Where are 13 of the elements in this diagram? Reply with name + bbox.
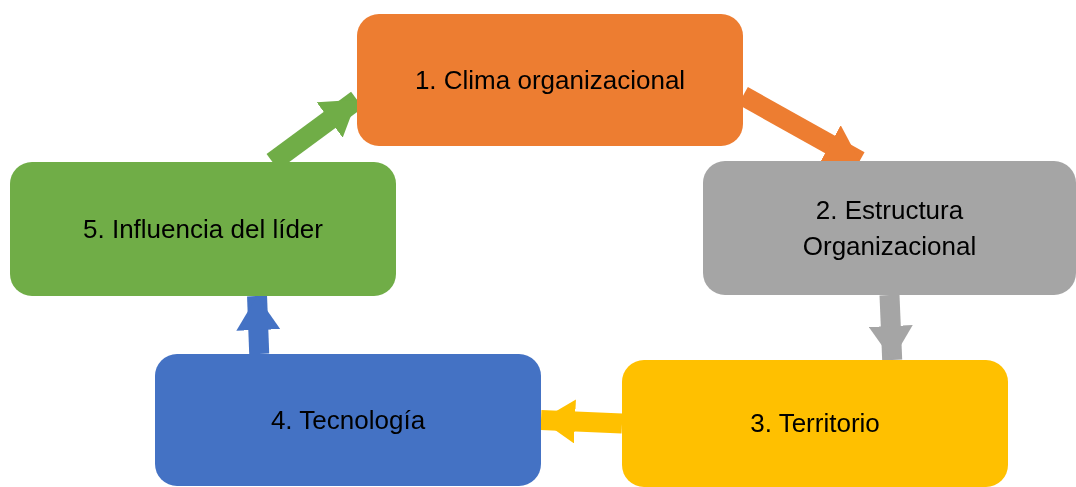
rounded-box [155, 354, 541, 486]
block-arrow [540, 399, 623, 444]
rounded-box [357, 14, 743, 146]
rounded-box [703, 161, 1076, 295]
rounded-box [622, 360, 1008, 487]
box-label: 5. Influencia del líder [83, 212, 323, 246]
block-arrow [868, 294, 913, 361]
block-arrow [236, 295, 281, 355]
box-label: 1. Clima organizacional [414, 63, 686, 97]
box-label: 3. Territorio [750, 407, 880, 441]
rounded-box [10, 162, 396, 296]
box-label: 2. Estructura Organizacional [801, 193, 978, 263]
box-label: 4. Tecnología [270, 403, 426, 437]
